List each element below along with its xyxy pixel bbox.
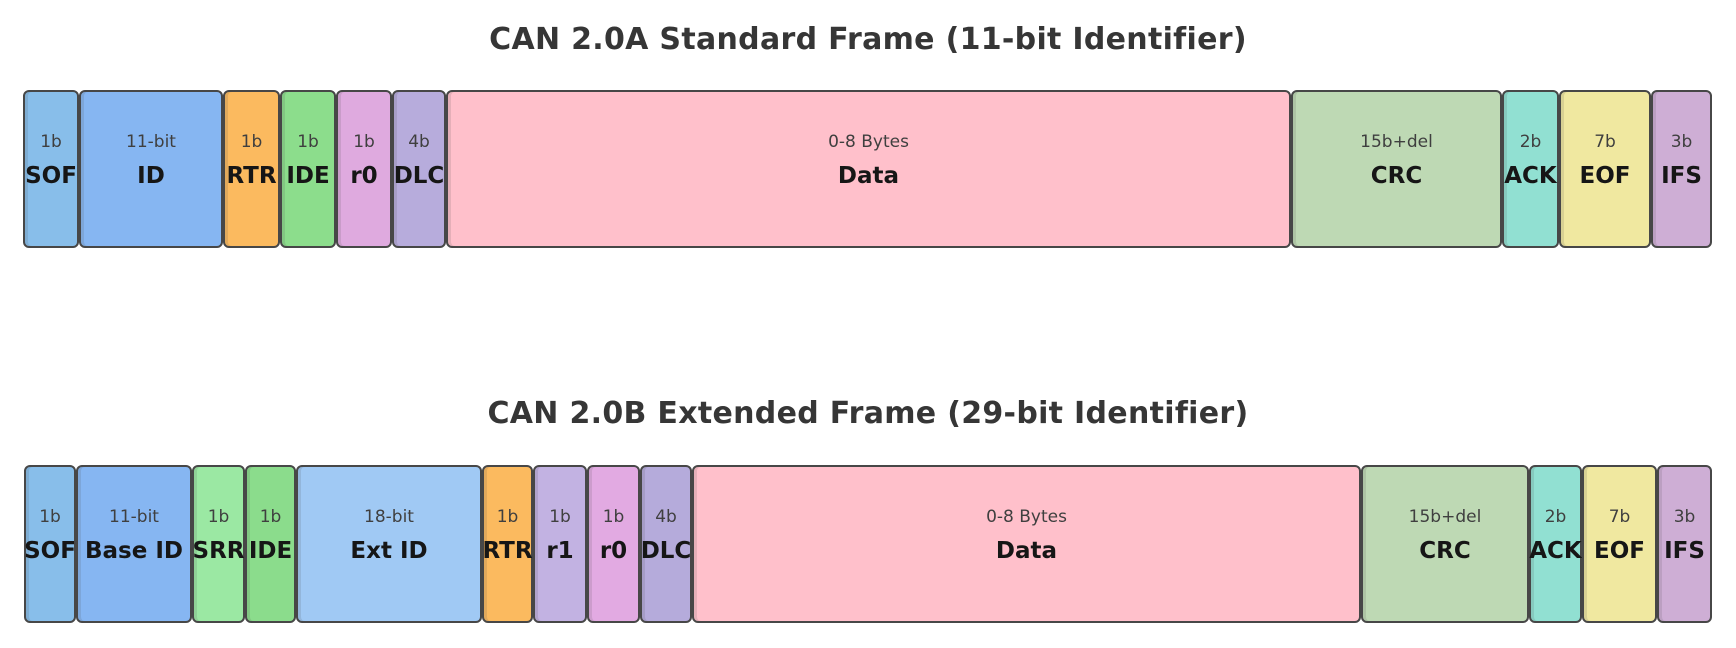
field-name-label: RTR xyxy=(226,162,277,189)
field-bits-label: 1b xyxy=(240,131,263,152)
field-bits-label: 7b xyxy=(1594,131,1616,152)
field-name-label: IFS xyxy=(1661,162,1702,189)
field-bits-label: 4b xyxy=(655,506,677,527)
field-bits-label: 7b xyxy=(1608,506,1631,527)
field-bits-label: 2b xyxy=(1519,131,1542,152)
can-extended-frame-title: CAN 2.0B Extended Frame (29-bit Identifi… xyxy=(487,396,1249,431)
field-bits-label: 1b xyxy=(297,131,319,152)
field-name-label: ACK xyxy=(1504,162,1557,189)
field-bits-label: 11-bit xyxy=(109,506,159,527)
field-name-label: Ext ID xyxy=(350,537,428,564)
field-bits-label: 4b xyxy=(408,131,430,152)
field-name-label: r1 xyxy=(546,537,574,564)
field-bits-label: 2b xyxy=(1544,506,1567,527)
field-name-label: Base ID xyxy=(85,537,183,564)
field-bits-label: 1b xyxy=(207,506,230,527)
field-name-label: DLC xyxy=(640,537,692,564)
field-bits-label: 1b xyxy=(40,131,62,152)
field-name-label: SOF xyxy=(24,537,76,564)
field-name-label: Data xyxy=(995,537,1058,564)
field-name-label: ACK xyxy=(1529,537,1582,564)
field-name-label: SRR xyxy=(192,537,245,564)
field-name-label: IFS xyxy=(1664,537,1705,564)
field-bits-label: 3b xyxy=(1673,506,1696,527)
field-bits-label: 3b xyxy=(1670,131,1693,152)
field-name-label: IDE xyxy=(248,537,293,564)
field-bits-label: 1b xyxy=(39,506,61,527)
field-name-label: r0 xyxy=(350,162,378,189)
field-name-label: EOF xyxy=(1594,537,1645,564)
field-bits-label: 1b xyxy=(353,131,375,152)
field-bits-label: 0-8 Bytes xyxy=(828,131,909,152)
field-bits-label: 15b+del xyxy=(1408,506,1482,527)
field-name-label: SOF xyxy=(25,162,77,189)
field-bits-label: 1b xyxy=(549,506,571,527)
field-name-label: CRC xyxy=(1419,537,1471,564)
field-name-label: ID xyxy=(137,162,165,189)
field-bits-label: 18-bit xyxy=(364,506,414,527)
field-name-label: IDE xyxy=(286,162,330,189)
field-name-label: DLC xyxy=(393,162,445,189)
field-name-label: CRC xyxy=(1370,162,1423,189)
field-name-label: r0 xyxy=(599,537,628,564)
field-bits-label: 15b+del xyxy=(1360,131,1433,152)
field-bits-label: 1b xyxy=(259,506,282,527)
field-bits-label: 1b xyxy=(496,506,519,527)
field-bits-label: 1b xyxy=(602,506,625,527)
field-bits-label: 11-bit xyxy=(126,131,176,152)
field-bits-label: 0-8 Bytes xyxy=(986,506,1067,527)
field-name-label: EOF xyxy=(1579,162,1631,189)
field-name-label: RTR xyxy=(482,537,533,564)
field-name-label: Data xyxy=(837,162,900,189)
can-standard-frame-title: CAN 2.0A Standard Frame (11-bit Identifi… xyxy=(489,22,1247,57)
